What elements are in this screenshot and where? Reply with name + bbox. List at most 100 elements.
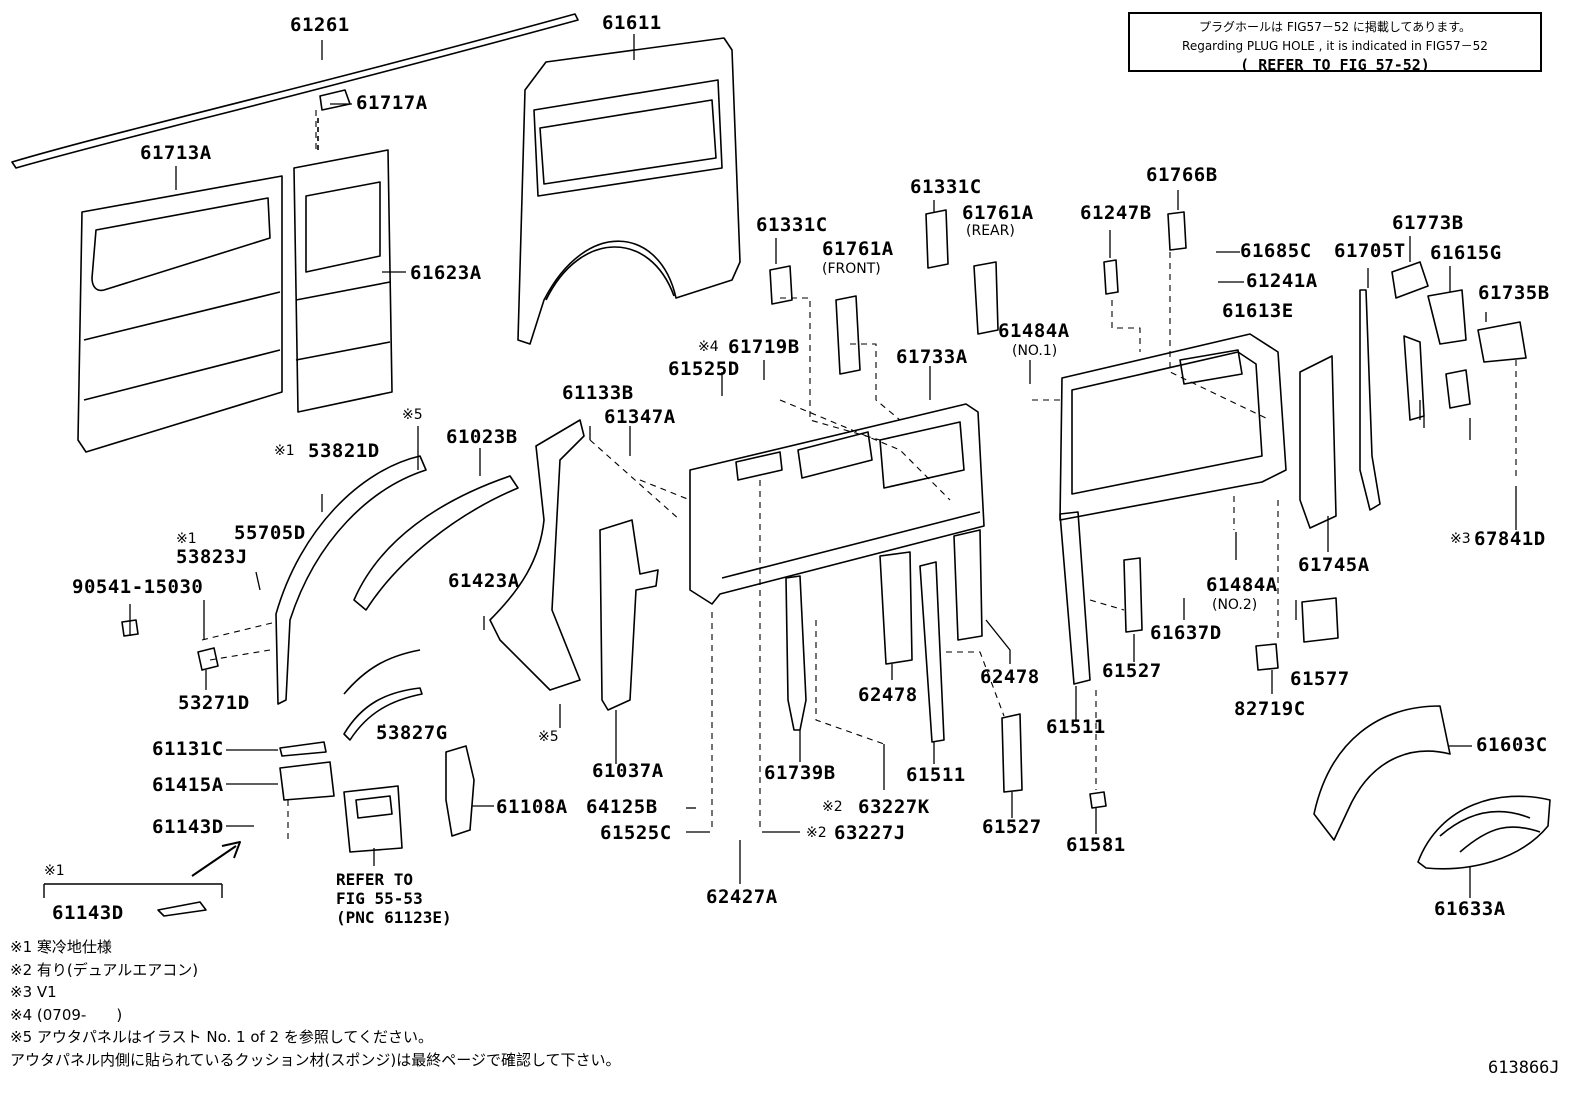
part-61423A-pillar — [489, 419, 585, 691]
part-label[interactable]: 61347A — [604, 406, 676, 428]
part-label[interactable]: 61623A — [410, 262, 482, 284]
part-label[interactable]: 61603C — [1476, 734, 1548, 756]
part-label[interactable]: 61241A — [1246, 270, 1318, 292]
part-label[interactable]: 61423A — [448, 570, 520, 592]
note-line-refer: ( REFER TO FIG 57-52) — [1240, 56, 1430, 74]
part-label[interactable]: 53823J — [176, 546, 248, 568]
part-61611-panel — [517, 37, 741, 345]
part-label[interactable]: 53271D — [178, 692, 250, 714]
part-label[interactable]: 62478 — [980, 666, 1040, 688]
part-90541-clip — [121, 619, 139, 637]
part-label[interactable]: 61637D — [1150, 622, 1222, 644]
part-label[interactable]: 63227J — [834, 822, 906, 844]
part-label[interactable]: 61761A — [962, 202, 1034, 224]
part-label[interactable]: 61415A — [152, 774, 224, 796]
part-label[interactable]: 61511 — [906, 764, 966, 786]
part-label[interactable]: 61745A — [1298, 554, 1370, 576]
condition-mark: ※1 — [176, 531, 197, 547]
part-label[interactable]: 61023B — [446, 426, 518, 448]
legend-item: ※2 有り(デュアルエアコン) — [10, 960, 199, 979]
direction-arrow — [191, 841, 241, 877]
part-label[interactable]: 61577 — [1290, 668, 1350, 690]
condition-mark: ※1 — [274, 443, 295, 459]
part-label[interactable]: 61527 — [1102, 660, 1162, 682]
part-61037A-pillar — [599, 519, 659, 711]
part-label[interactable]: 61484A — [998, 320, 1070, 342]
part-61581-plug — [1089, 791, 1107, 809]
part-label[interactable]: 61484A — [1206, 574, 1278, 596]
part-61773B-bracket — [1391, 261, 1429, 299]
part-label[interactable]: 61037A — [592, 760, 664, 782]
figure-id: 613866J — [1488, 1058, 1560, 1078]
refer-note: REFER TO FIG 55-53 (PNC 61123E) — [336, 870, 452, 928]
part-label[interactable]: 61143D — [52, 902, 124, 924]
part-label[interactable]: 61108A — [496, 796, 568, 818]
part-label[interactable]: 61331C — [756, 214, 828, 236]
refer-line-1: REFER TO — [336, 870, 414, 889]
part-label[interactable]: 61615G — [1430, 242, 1502, 264]
part-label[interactable]: 63227K — [858, 796, 930, 818]
condition-mark: ※5 — [538, 729, 559, 745]
part-label[interactable]: 90541-15030 — [72, 576, 204, 598]
condition-mark: ※1 — [44, 863, 65, 879]
part-label[interactable]: 61773B — [1392, 212, 1464, 234]
part-label[interactable]: 62427A — [706, 886, 778, 908]
part-label[interactable]: 61581 — [1066, 834, 1126, 856]
part-label[interactable]: 82719C — [1234, 698, 1306, 720]
part-82719C-plug — [1255, 643, 1279, 671]
part-61615G-bracket — [1427, 289, 1467, 345]
part-label[interactable]: 61247B — [1080, 202, 1152, 224]
part-53271D-bracket — [197, 647, 219, 671]
part-label[interactable]: 61143D — [152, 816, 224, 838]
part-label[interactable]: 61713A — [140, 142, 212, 164]
part-label[interactable]: 61611 — [602, 12, 662, 34]
part-61635F-member — [1403, 335, 1425, 421]
part-55705D-arch — [275, 455, 427, 705]
part-label[interactable]: 55705D — [234, 522, 306, 544]
part-label[interactable]: 64125B — [586, 796, 658, 818]
part-61705T-pillar — [1359, 289, 1381, 511]
part-label[interactable]: 53821D — [308, 440, 380, 462]
part-label[interactable]: 61717A — [356, 92, 428, 114]
part-label[interactable]: 61511 — [1046, 716, 1106, 738]
part-label[interactable]: 61613E — [1222, 300, 1294, 322]
part-61713A-panel — [77, 175, 283, 453]
part-label[interactable]: 67841D — [1474, 528, 1546, 550]
part-label[interactable]: 61525D — [668, 358, 740, 380]
part-61527-member — [1123, 557, 1143, 633]
part-sublabel: (FRONT) — [822, 261, 881, 277]
part-label[interactable]: 61331C — [910, 176, 982, 198]
part-label[interactable]: 61633A — [1434, 898, 1506, 920]
part-61143D-clip — [157, 901, 207, 917]
part-61761A-member — [835, 295, 861, 375]
part-label[interactable]: 61131C — [152, 738, 224, 760]
condition-mark: ※2 — [806, 825, 827, 841]
part-label[interactable]: 53827G — [376, 722, 448, 744]
part-label[interactable]: 61685C — [1240, 240, 1312, 262]
part-label[interactable]: 61527 — [982, 816, 1042, 838]
part-label[interactable]: 61735B — [1478, 282, 1550, 304]
part-label[interactable]: 61719B — [728, 336, 800, 358]
legend-item: ※5 アウタパネルはイラスト No. 1 of 2 を参照してください。 — [10, 1028, 433, 1046]
part-label[interactable]: 61133B — [562, 382, 634, 404]
part-label[interactable]: 61261 — [290, 14, 350, 36]
part-label[interactable]: 61761A — [822, 238, 894, 260]
part-61108A-bracket — [445, 745, 475, 837]
part-label[interactable]: 61705T — [1334, 240, 1406, 262]
part-61623A-panel — [293, 149, 393, 413]
part-61739B-member — [785, 575, 807, 731]
part-label[interactable]: 61766B — [1146, 164, 1218, 186]
part-label[interactable]: 61525C — [600, 822, 672, 844]
group-bracket — [43, 883, 223, 898]
part-label[interactable]: 61739B — [764, 762, 836, 784]
part-sublabel: (NO.2) — [1212, 597, 1258, 613]
part-label[interactable]: 62478 — [858, 684, 918, 706]
part-label[interactable]: 61733A — [896, 346, 968, 368]
note-line-japanese: プラグホールは FIG57－52 に掲載してあります。 — [1199, 20, 1471, 34]
part-61603C-wheelhouse — [1313, 705, 1451, 841]
footnote-legend: ※1 寒冷地仕様 ※2 有り(デュアルエアコン) ※3 V1 ※4 (0709-… — [10, 936, 621, 1071]
condition-mark: ※5 — [402, 407, 423, 423]
part-61745A-member — [1299, 355, 1337, 529]
legend-item: ※4 (0709- ) — [10, 1005, 123, 1024]
part-53827G-trim — [343, 687, 423, 741]
